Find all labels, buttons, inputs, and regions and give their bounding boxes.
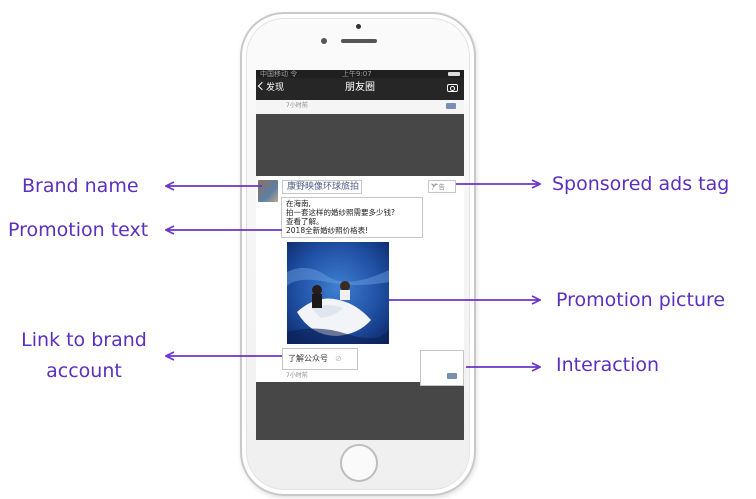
status-bar: 中国移动 令 上午9:07 [256, 70, 464, 78]
comment-icon[interactable] [447, 373, 457, 379]
camera-icon[interactable] [447, 84, 458, 92]
promotion-picture[interactable] [287, 242, 389, 344]
previous-post-time: 7小时前 [286, 102, 308, 109]
promotion-line: 拍一套这样的婚纱照需要多少钱? [286, 208, 395, 217]
feed-gap [256, 114, 464, 176]
feed-bottom [256, 386, 464, 440]
status-time: 上午9:07 [342, 70, 372, 78]
brand-account-link-label[interactable]: 了解公众号 [288, 354, 328, 363]
comment-icon[interactable] [446, 103, 456, 109]
nav-title: 朋友圈 [345, 82, 375, 93]
status-carrier: 中国移动 令 [260, 70, 298, 78]
previous-post-footer: 7小时前 [256, 100, 464, 114]
label-link-line2: account [46, 360, 122, 382]
brand-avatar[interactable] [258, 180, 278, 202]
battery-icon [448, 72, 460, 76]
promotion-text-box: 在海南, 拍一套这样的婚纱照需要多少钱? 查看了解。 2018全新婚纱照价格表! [281, 197, 423, 238]
link-icon: ⊘ [335, 354, 342, 363]
proximity-sensor [356, 24, 361, 29]
earpiece-speaker [341, 39, 377, 43]
promotion-line: 查看了解。 [286, 217, 324, 226]
label-interaction: Interaction [556, 354, 660, 376]
promotion-line: 在海南, [286, 199, 311, 208]
promotion-line: 2018全新婚纱照价格表! [286, 226, 369, 235]
home-button[interactable] [340, 444, 378, 482]
brand-name[interactable]: 康野映像环球旅拍 [287, 182, 360, 192]
label-promotion-picture: Promotion picture [556, 289, 726, 311]
front-camera [321, 38, 327, 44]
brand-account-link[interactable]: 了解公众号 ⊘ [282, 348, 358, 370]
back-button[interactable]: 发现 [266, 83, 285, 93]
label-sponsored-ads-tag: Sponsored ads tag [552, 173, 730, 195]
nav-bar: 发现 朋友圈 [256, 78, 464, 100]
ad-tag-label: 广告 [432, 183, 445, 191]
label-promotion-text: Promotion text [8, 219, 149, 241]
brand-name-box[interactable]: 康野映像环球旅拍 [282, 180, 362, 194]
label-brand-name: Brand name [22, 175, 139, 197]
post-time: 7小时前 [286, 372, 308, 379]
label-link-line1: Link to brand [21, 329, 147, 351]
sponsored-ad-tag[interactable]: 广告 [428, 180, 456, 193]
interaction-area[interactable] [420, 350, 464, 386]
